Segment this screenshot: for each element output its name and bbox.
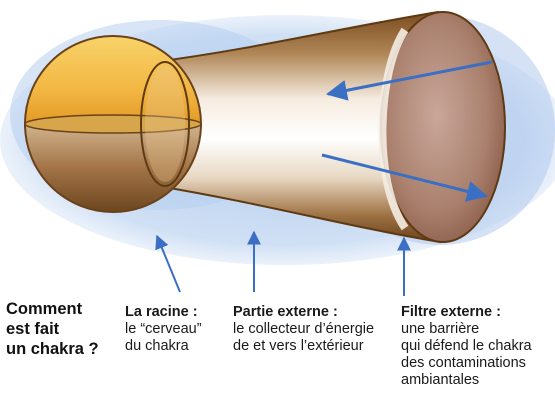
label-external-line: de et vers l’extérieur [233, 338, 364, 354]
funnel-mouth [378, 11, 506, 243]
title-line: Comment [6, 300, 83, 318]
root-sphere [24, 35, 202, 213]
label-external-line: le collecteur d’énergie [233, 321, 375, 337]
diagram-title: Comment est fait un chakra ? [6, 299, 99, 359]
energy-arrow-in [325, 60, 493, 101]
label-external-title: Partie externe : [233, 304, 338, 320]
label-filter-line: ambiantales [401, 372, 480, 388]
label-external-part: Partie externe : le collecteur d’énergie… [233, 304, 374, 355]
label-filter-title: Filtre externe : [401, 304, 501, 320]
label-root-line: le “cerveau” [125, 321, 202, 337]
label-filter-line: qui défend le chakra [401, 338, 532, 354]
label-filter-line: des contaminations [401, 355, 526, 371]
energy-arrow-out [321, 153, 489, 202]
label-root: La racine : le “cerveau” du chakra [125, 304, 202, 355]
title-line: est fait [6, 320, 60, 338]
label-filter-line: une barrière [401, 321, 480, 337]
title-line: un chakra ? [6, 340, 99, 358]
label-external-filter: Filtre externe : une barrière qui défend… [401, 304, 532, 389]
pointer-arrow-root [155, 234, 181, 293]
label-root-line: du chakra [125, 338, 189, 354]
label-root-title: La racine : [125, 304, 198, 320]
